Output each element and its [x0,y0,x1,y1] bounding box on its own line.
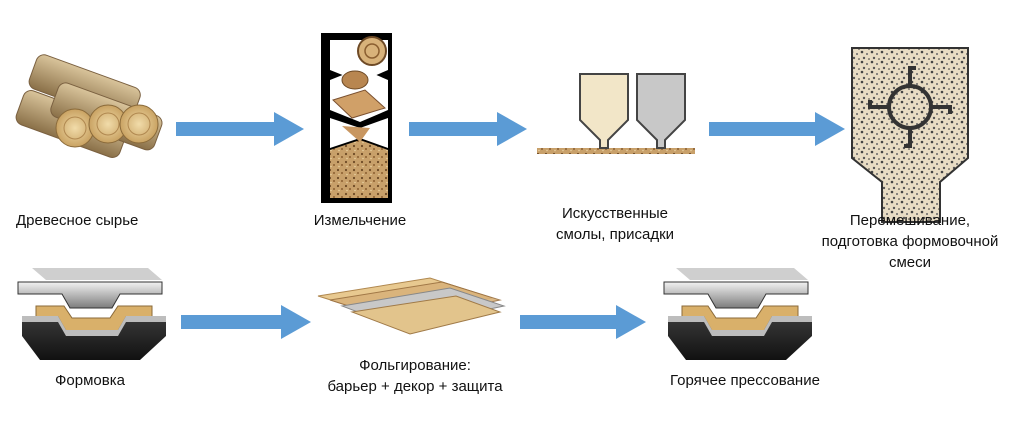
foil-layers-icon [317,277,506,335]
label-raw-wood-text: Древесное сырье [16,212,139,229]
mixer-icon [851,47,969,223]
molding-press-icon [17,268,166,360]
label-mixing-line2: подготовка формовочной [821,233,999,250]
arrow-mold-to-foil [181,305,311,339]
label-mixing-line1: Перемешивание, [849,212,971,229]
label-resin: Искусственные смолы, присадки [535,203,695,245]
label-chipping-text: Измельчение [313,212,407,229]
label-mixing: Перемешивание, подготовка формовочной см… [810,210,1010,273]
label-foiling: Фольгирование: барьер + декор + защита [315,355,515,397]
label-mixing-line3: смеси [888,254,932,271]
label-hot-press: Горячее прессование [650,370,840,391]
hot-press-icon [663,268,812,360]
arrow-resin-to-mix [709,112,845,146]
label-resin-line1: Искусственные [561,205,669,222]
resin-hoppers-icon [537,73,695,154]
label-raw-wood: Древесное сырье [16,210,166,231]
arrow-foil-to-press [520,305,646,339]
arrow-raw-to-chip [176,112,304,146]
label-foiling-line2: барьер + декор + защита [327,378,503,395]
label-hot-press-text: Горячее прессование [670,372,820,389]
label-molding-text: Формовка [55,372,125,389]
label-molding: Формовка [30,370,150,391]
arrow-chip-to-resin [409,112,527,146]
label-chipping: Измельчение [290,210,430,231]
chipping-column-icon [321,33,392,203]
label-foiling-line1: Фольгирование: [359,357,471,374]
label-resin-line2: смолы, присадки [555,226,675,243]
raw-wood-logs-icon [15,54,163,158]
